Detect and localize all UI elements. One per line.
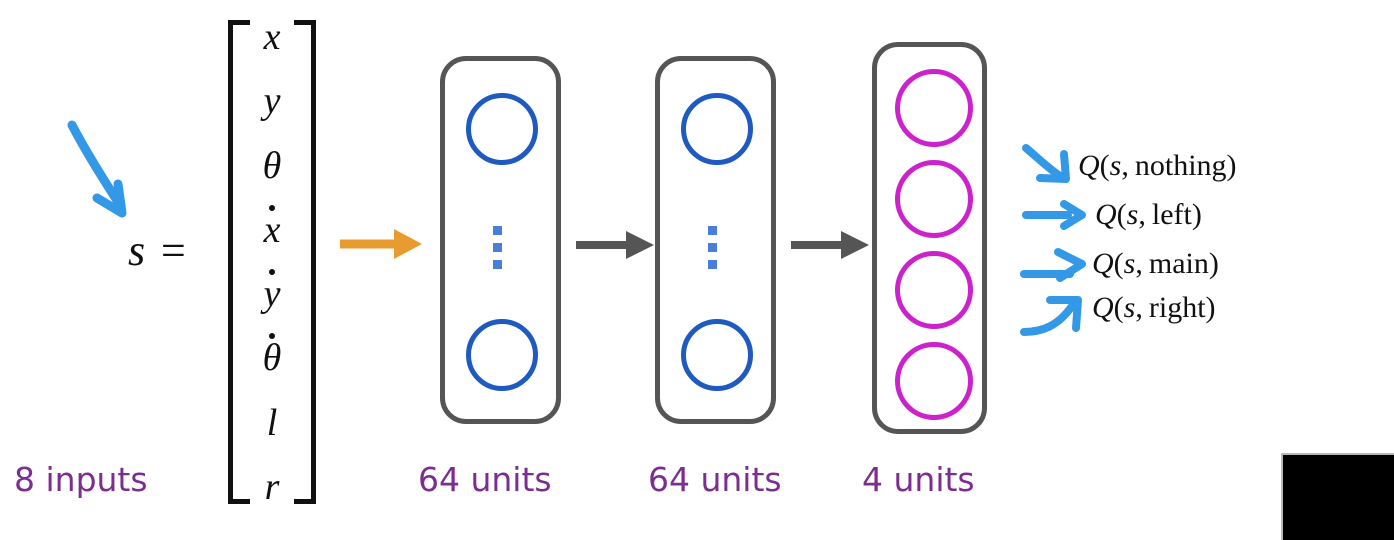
layer-caption-output: 4 units xyxy=(862,460,975,499)
q-state: s xyxy=(1123,247,1136,280)
vector-symbol: x xyxy=(263,16,281,58)
vector-entry-xdot: x xyxy=(242,204,302,253)
neuron-node xyxy=(466,319,538,391)
arrow-hidden-1-to-hidden-2-icon xyxy=(576,231,654,259)
neuron-node xyxy=(466,93,538,165)
ellipsis-vertical-icon xyxy=(708,226,717,269)
dot-accent-icon xyxy=(269,333,275,340)
q-label-right: Q(s, right) xyxy=(1092,291,1216,324)
layer-box-hidden-1 xyxy=(440,56,561,424)
q-state: s xyxy=(1109,149,1122,182)
vector-symbol: θ xyxy=(262,337,282,380)
vector-symbol: y xyxy=(263,273,281,316)
q-action: left xyxy=(1151,198,1192,231)
video-overlay-block xyxy=(1281,453,1394,540)
layer-box-hidden-2 xyxy=(655,56,776,424)
neuron-node xyxy=(681,93,753,165)
state-equation-label: s = xyxy=(128,225,189,276)
layer-caption-hidden-1: 64 units xyxy=(418,460,552,499)
vector-entry-ydot: y xyxy=(242,269,302,317)
input-caption: 8 inputs xyxy=(14,460,148,499)
q-output-right: Q(s, right) xyxy=(1020,288,1216,336)
vector-symbol: r xyxy=(264,465,280,508)
dot-accent-icon xyxy=(269,204,275,211)
vector-symbol: θ xyxy=(262,144,282,187)
arrow-hidden-2-to-output-icon xyxy=(791,231,869,259)
vector-entry-theta: θ xyxy=(242,143,302,189)
pointer-curved-arrow-icon xyxy=(67,120,127,218)
vector-entry-r: r xyxy=(242,464,302,510)
neuron-node xyxy=(895,69,973,147)
vector-entry-thetadot: θ xyxy=(242,333,302,381)
q-label-left: Q(s, left) xyxy=(1095,198,1202,231)
vector-symbol: l xyxy=(266,401,278,444)
vector-brackets xyxy=(228,20,316,504)
q-output-left: Q(s, left) xyxy=(1020,195,1202,235)
vector-entry-x: x xyxy=(242,14,302,60)
vector-symbol: x xyxy=(263,208,281,251)
state-equation-text: s = xyxy=(128,226,189,275)
q-state: s xyxy=(1126,198,1139,231)
q-value-output-list: Q(s, nothing) Q(s, left) Q(s, main) xyxy=(1020,140,1320,340)
q-arrow-left-icon xyxy=(1022,200,1086,230)
q-action: main xyxy=(1148,247,1209,280)
q-state: s xyxy=(1123,291,1136,324)
vector-entry-y: y xyxy=(242,78,302,124)
arrow-input-to-hidden-1-icon xyxy=(340,229,422,259)
q-arrow-main-icon xyxy=(1020,248,1086,282)
ellipsis-vertical-icon xyxy=(493,226,502,269)
layer-box-output xyxy=(872,42,987,434)
state-vector: s = x y θ x xyxy=(120,0,330,540)
neuron-node xyxy=(895,160,973,238)
vector-symbol: y xyxy=(263,80,281,123)
q-label-nothing: Q(s, nothing) xyxy=(1078,149,1237,182)
q-action: right xyxy=(1148,291,1206,324)
vector-entry-list: x y θ x y θ l r xyxy=(242,14,302,510)
q-fn: Q xyxy=(1078,149,1100,182)
neuron-node xyxy=(681,319,753,391)
q-action: nothing xyxy=(1134,149,1227,182)
neuron-node xyxy=(895,342,973,420)
q-fn: Q xyxy=(1092,291,1114,324)
vector-entry-l: l xyxy=(242,400,302,446)
layer-caption-hidden-2: 64 units xyxy=(648,460,782,499)
q-fn: Q xyxy=(1092,247,1114,280)
q-output-nothing: Q(s, nothing) xyxy=(1020,144,1237,186)
dot-accent-icon xyxy=(269,269,275,276)
q-fn: Q xyxy=(1095,198,1117,231)
q-label-main: Q(s, main) xyxy=(1092,247,1219,280)
q-output-main: Q(s, main) xyxy=(1020,244,1219,284)
neuron-node xyxy=(895,251,973,329)
q-arrow-nothing-icon xyxy=(1022,144,1070,183)
q-arrow-right-icon xyxy=(1020,296,1082,336)
